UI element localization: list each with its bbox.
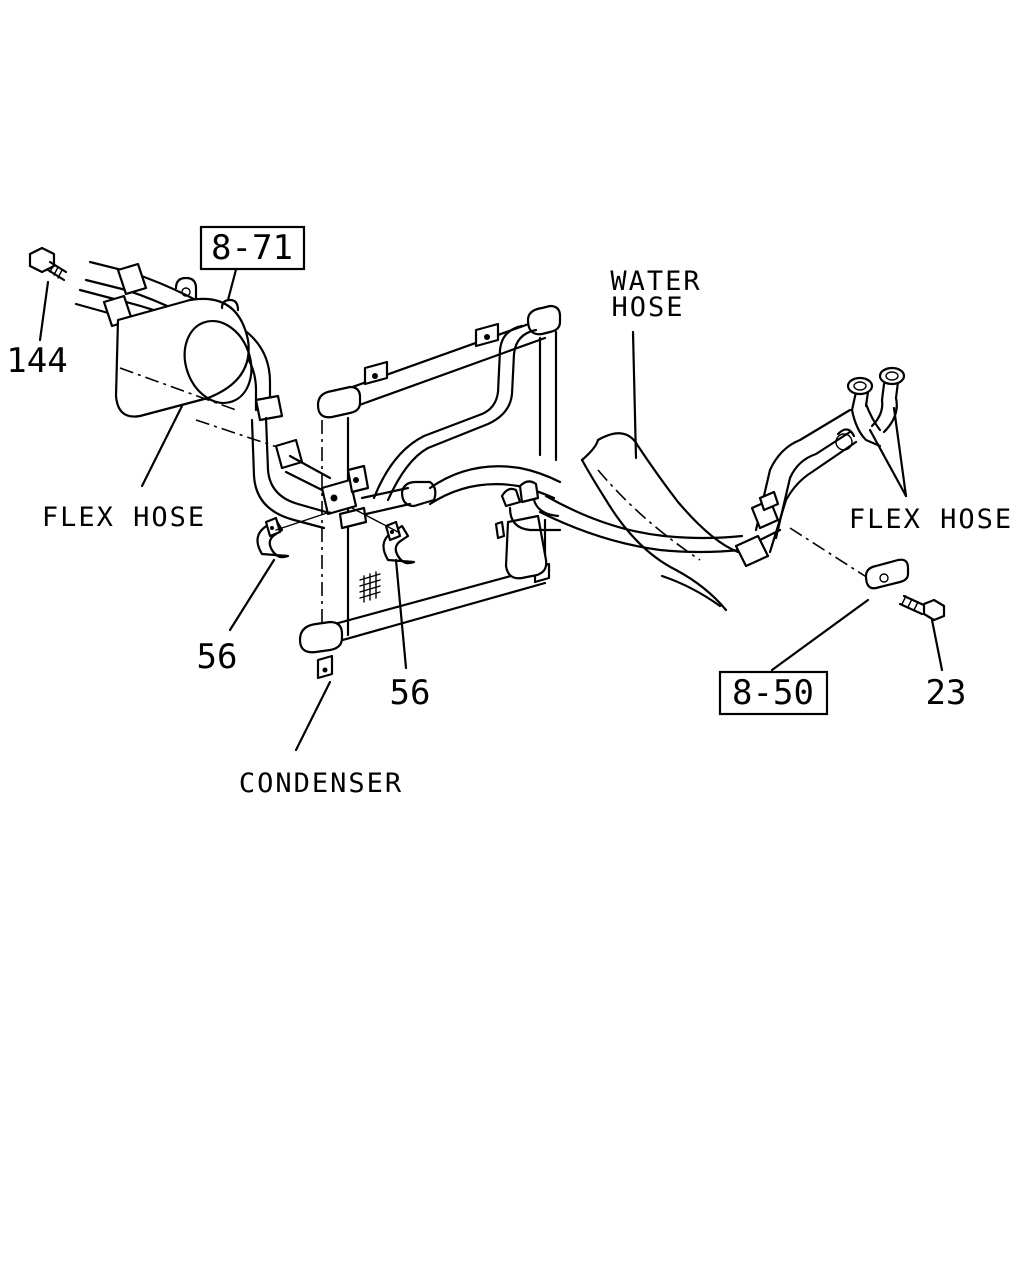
ref-box-8-71: 8-71 — [199, 225, 306, 271]
part-number-23: 23 — [926, 673, 967, 713]
part-number-56-right: 56 — [390, 673, 431, 713]
water-hose-label-line2: HOSE — [611, 292, 684, 323]
clamp-56-right — [382, 520, 416, 565]
main-pipes — [428, 366, 906, 612]
condenser — [298, 304, 562, 680]
flex-hose-label-right: FLEX HOSE — [849, 504, 1013, 535]
ref-box-8-50: 8-50 — [718, 670, 829, 716]
left-flex-hose-assembly — [74, 260, 437, 530]
clip-and-bolt-23 — [789, 527, 946, 622]
bolt-144 — [28, 246, 68, 282]
clamp-56-left — [256, 516, 290, 559]
ref-label-8-50: 8-50 — [732, 673, 814, 713]
ref-label-8-71: 8-71 — [211, 228, 293, 268]
part-number-56-left: 56 — [197, 637, 238, 677]
part-number-144: 144 — [6, 341, 67, 381]
condenser-label: CONDENSER — [239, 768, 403, 799]
leader-lines — [38, 260, 944, 752]
water-hose-label-line1: WATER — [610, 266, 701, 297]
flex-hose-label-left: FLEX HOSE — [42, 502, 206, 533]
